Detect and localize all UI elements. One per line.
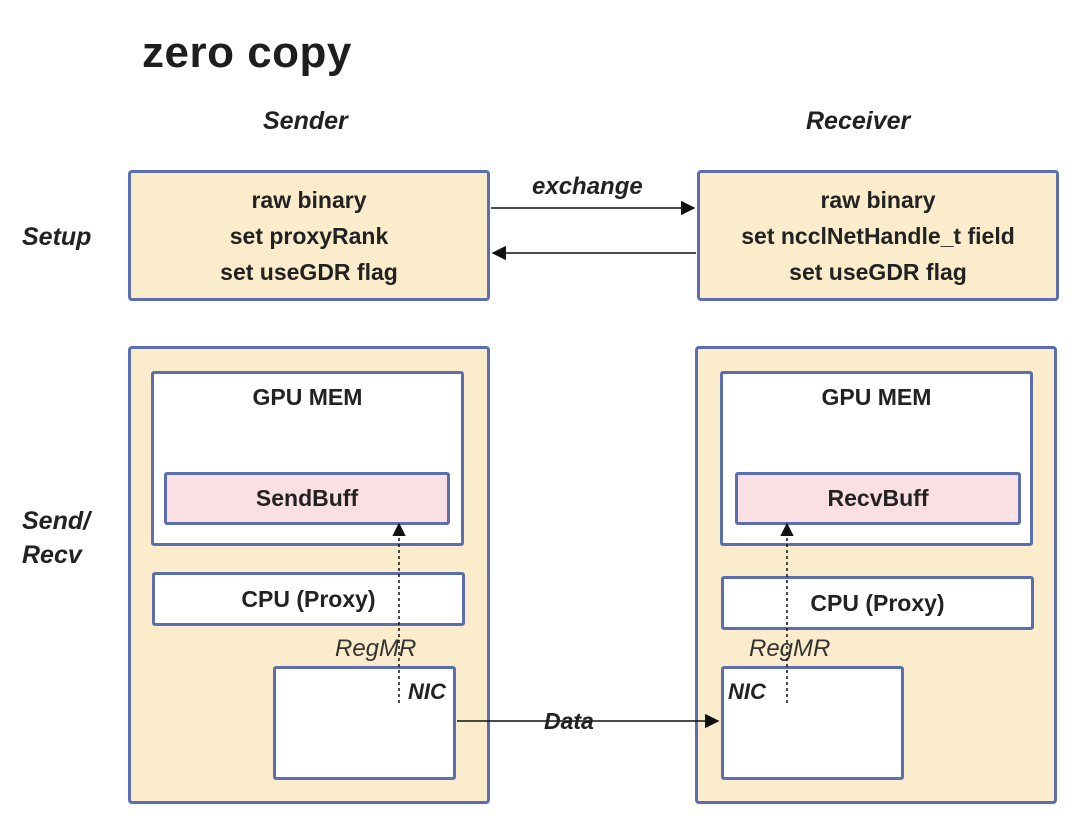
sender-setup-line-3: set useGDR flag (220, 258, 398, 285)
sendrecv-row-header-line2: Recv (22, 541, 82, 569)
receiver-setup-box: raw binary set ncclNetHandle_t field set… (697, 170, 1059, 301)
receiver-setup-line-2: set ncclNetHandle_t field (741, 222, 1015, 249)
receiver-setup-line-1: raw binary (820, 186, 936, 213)
receiver-gpu-mem-label: GPU MEM (821, 384, 932, 410)
sender-nic-label: NIC (408, 679, 446, 704)
receiver-setup-line-3: set useGDR flag (789, 258, 967, 285)
receiver-setup-text: raw binary set ncclNetHandle_t field set… (700, 173, 1056, 298)
receiver-nic-box (721, 666, 904, 780)
sender-setup-line-1: raw binary (251, 186, 367, 213)
sender-cpu-proxy-box: CPU (Proxy) (152, 572, 465, 626)
sender-nic-box (273, 666, 456, 780)
sendrecv-row-header-line1: Send/ (22, 507, 91, 535)
receiver-cpu-proxy-box: CPU (Proxy) (721, 576, 1034, 630)
receiver-column-header: Receiver (806, 107, 911, 135)
sender-regmr-label: RegMR (335, 635, 417, 662)
sender-sendbuff-box: SendBuff (164, 472, 450, 525)
sender-setup-text: raw binary set proxyRank set useGDR flag (131, 173, 487, 298)
data-label: Data (544, 708, 594, 734)
sendrecv-row-header: Send/ Recv (22, 504, 90, 572)
receiver-nic-label: NIC (728, 679, 766, 704)
sender-setup-box: raw binary set proxyRank set useGDR flag (128, 170, 490, 301)
receiver-regmr-label: RegMR (749, 635, 831, 662)
receiver-recvbuff-box: RecvBuff (735, 472, 1021, 525)
sender-setup-line-2: set proxyRank (229, 222, 389, 249)
exchange-label: exchange (532, 173, 643, 200)
setup-row-header: Setup (22, 223, 92, 251)
sender-gpu-mem-label: GPU MEM (252, 384, 363, 410)
diagram-title: zero copy (142, 28, 352, 77)
sender-column-header: Sender (263, 107, 348, 135)
